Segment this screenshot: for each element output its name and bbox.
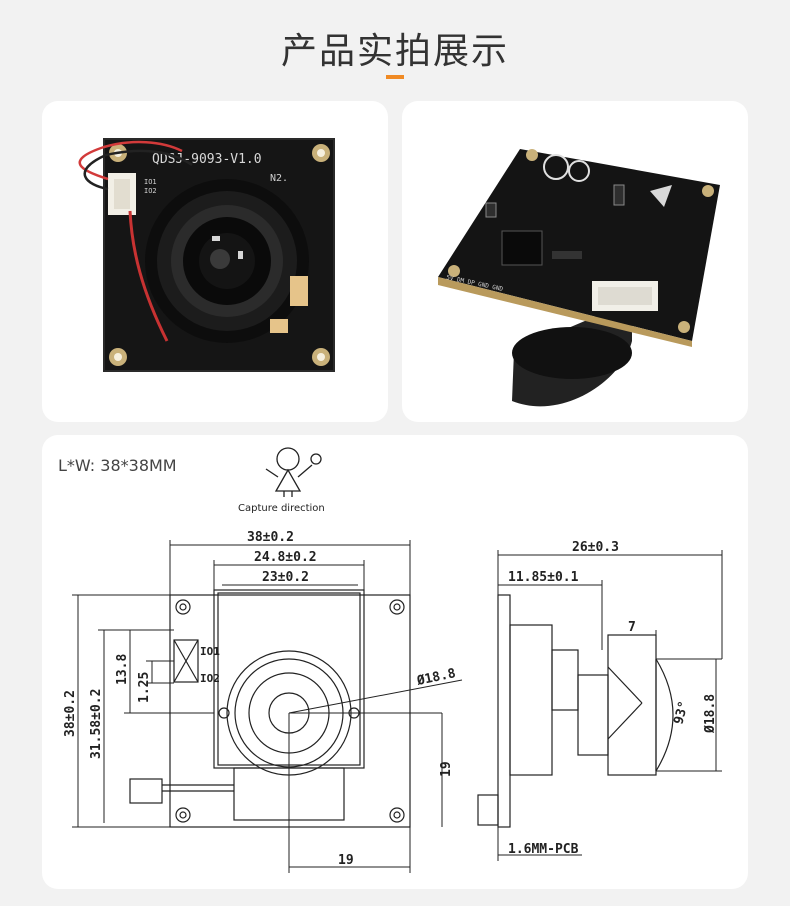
dim-center-x: 19 <box>338 853 354 868</box>
board-mark-silk: N2. <box>270 173 288 184</box>
camera-board-front-photo: QDSJ-9093-V1.0 N2. IO1 IO2 <box>78 138 335 372</box>
dim-pcb: 1.6MM-PCB <box>508 842 579 857</box>
dim-depth: 26±0.3 <box>572 540 619 555</box>
dim-lens-width: 23±0.2 <box>262 570 309 585</box>
page-title: 产品实拍展示 <box>280 31 509 72</box>
board-pin1-silk: IO1 <box>144 178 157 186</box>
dim-board-offset: 11.85±0.1 <box>508 570 579 585</box>
board-pin2-silk: IO2 <box>144 187 157 195</box>
dim-height: 38±0.2 <box>63 690 78 737</box>
dim-inner-height: 31.58±0.2 <box>89 689 104 759</box>
camera-board-back-photo: 5V DM DP GND GND <box>438 149 720 407</box>
capture-direction-icon <box>265 447 322 497</box>
dim-inner-width: 24.8±0.2 <box>254 550 317 565</box>
dimension-drawing: 38±0.2 24.8±0.2 23±0.2 38±0.2 31.58±0.2 … <box>63 447 723 873</box>
title-underline <box>386 75 404 79</box>
dim-width: 38±0.2 <box>247 530 294 545</box>
dim-side-lens-dia: Ø18.8 <box>703 694 718 734</box>
dim-hole-gap: 1.25 <box>137 672 152 703</box>
dim-angle: 93° <box>671 699 692 726</box>
capture-direction-label: Capture direction <box>238 503 325 514</box>
dim-lens-len: 7 <box>628 620 636 635</box>
size-label: L*W: 38*38MM <box>58 456 177 475</box>
photo-card-front: QDSJ-9093-V1.0 N2. IO1 IO2 <box>42 101 388 422</box>
label-io2: IO2 <box>200 672 220 685</box>
board-model-silk: QDSJ-9093-V1.0 <box>152 152 262 167</box>
front-board-outline <box>169 594 411 828</box>
dimension-drawing-card: 38±0.2 24.8±0.2 23±0.2 38±0.2 31.58±0.2 … <box>42 435 748 889</box>
label-io1: IO1 <box>200 645 220 658</box>
dim-center-y: 19 <box>439 761 454 777</box>
dim-hole-y: 13.8 <box>115 654 130 685</box>
dim-lens-dia: Ø18.8 <box>415 666 458 689</box>
photo-card-back: 5V DM DP GND GND <box>402 101 748 422</box>
